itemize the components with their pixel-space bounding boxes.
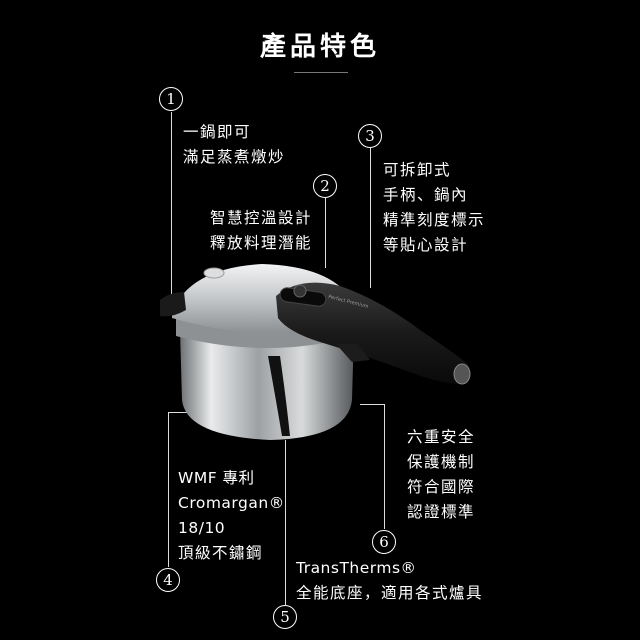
leader-line-3 (370, 148, 371, 288)
lid-knob (203, 267, 225, 279)
feature-number-4: 4 (156, 568, 180, 592)
side-handle (160, 292, 186, 317)
pressure-indicator (293, 284, 307, 298)
feature-text-5: TransTherms® 全能底座，適用各式爐具 (296, 559, 484, 602)
feature-number-6: 6 (372, 530, 396, 554)
leader-line-6a (360, 404, 384, 405)
lid-handle (276, 282, 470, 384)
feature-number-2: 2 (313, 174, 337, 198)
feature-number-3: 3 (358, 124, 382, 148)
feature-text-4: WMF 專利 Cromargan® 18/10 頂級不鏽鋼 (178, 469, 285, 562)
leader-line-6b (384, 404, 385, 529)
feature-text-6: 六重安全 保護機制 符合國際 認證標準 (407, 428, 476, 521)
page-title: 產品特色 (259, 32, 380, 62)
feature-text-2: 智慧控溫設計 釋放料理潛能 (210, 209, 313, 252)
feature-text-3: 可拆卸式 手柄、鍋內 精準刻度標示 等貼心設計 (383, 161, 486, 254)
pot-side-strap (268, 356, 290, 436)
feature-number-1: 1 (159, 87, 183, 111)
title-divider (294, 72, 348, 73)
feature-text-1: 一鍋即可 滿足蒸煮燉炒 (183, 123, 286, 166)
leader-line-5 (285, 440, 286, 605)
feature-number-5: 5 (273, 605, 297, 629)
handle-clip (336, 344, 370, 362)
pot-body (180, 330, 354, 440)
leader-line-4a (168, 412, 169, 567)
leader-line-1 (171, 112, 172, 312)
leader-line-2 (325, 198, 326, 268)
handle-end-cap (453, 363, 471, 385)
